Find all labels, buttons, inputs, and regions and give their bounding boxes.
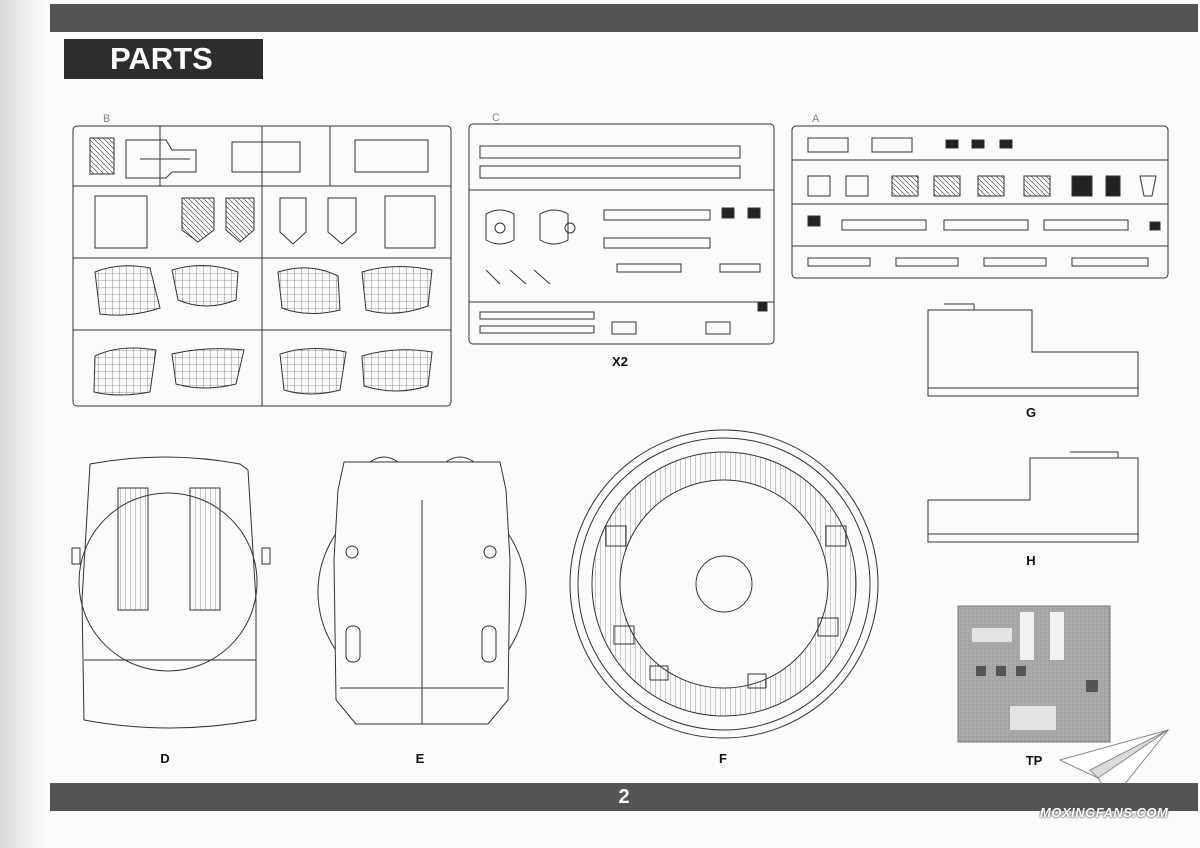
header-bar <box>50 4 1198 32</box>
footer-bar: 2 <box>50 783 1198 811</box>
sprue-c <box>468 123 775 345</box>
part-tp <box>957 605 1111 743</box>
part-d <box>71 456 271 729</box>
label-h: H <box>1026 553 1036 568</box>
label-f: F <box>719 751 727 766</box>
page-title: PARTS <box>64 39 263 79</box>
label-tp: TP <box>1025 753 1043 768</box>
label-e: E <box>415 751 425 766</box>
label-g: G <box>1025 405 1037 420</box>
part-f <box>569 429 879 739</box>
watermark-text: MOXINGFANS.COM <box>1040 805 1169 820</box>
sprue-b-letter: B <box>103 113 110 125</box>
sprue-c-quantity: X2 <box>612 354 628 369</box>
sprue-a <box>791 125 1169 279</box>
page-number: 2 <box>618 786 630 808</box>
part-g <box>927 303 1139 397</box>
sprue-b <box>72 125 452 407</box>
label-d: D <box>160 751 170 766</box>
sprue-c-letter: C <box>492 112 500 124</box>
sprue-a-letter: A <box>812 113 820 125</box>
part-e <box>317 456 527 725</box>
binding-shadow <box>0 0 44 848</box>
part-h <box>927 451 1139 543</box>
